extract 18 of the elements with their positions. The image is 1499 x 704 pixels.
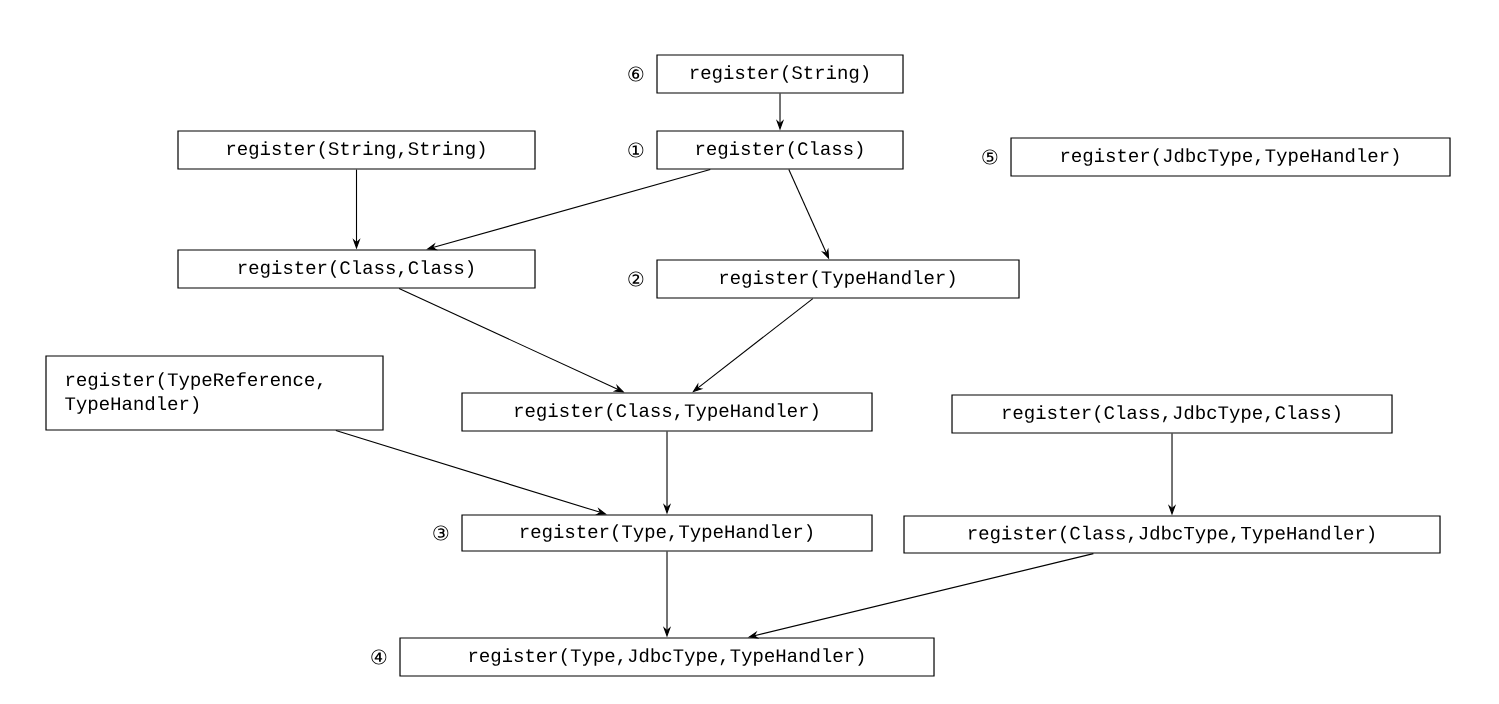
step-number: ① — [628, 142, 644, 158]
method-box: register(Class,Class) — [177, 249, 536, 289]
method-box: register(Class,JdbcType,Class) — [951, 394, 1393, 434]
method-box: register(TypeReference, TypeHandler) — [45, 355, 384, 431]
step-number: ③ — [433, 525, 449, 541]
method-box: register(Class,TypeHandler) — [461, 392, 873, 432]
step-number: ⑥ — [628, 66, 644, 82]
method-box: register(JdbcType,TypeHandler) — [1010, 137, 1451, 177]
method-box: register(String,String) — [177, 130, 536, 170]
method-box: register(TypeHandler) — [656, 259, 1020, 299]
step-number: ② — [628, 271, 644, 287]
method-box: register(Type,JdbcType,TypeHandler) — [399, 637, 935, 677]
step-number: ⑤ — [982, 149, 998, 165]
method-box: register(Class) — [656, 130, 904, 170]
method-box: register(String) — [656, 54, 904, 94]
step-number: ④ — [371, 649, 387, 665]
method-box: register(Class,JdbcType,TypeHandler) — [903, 515, 1441, 554]
method-box: register(Type,TypeHandler) — [461, 514, 873, 552]
